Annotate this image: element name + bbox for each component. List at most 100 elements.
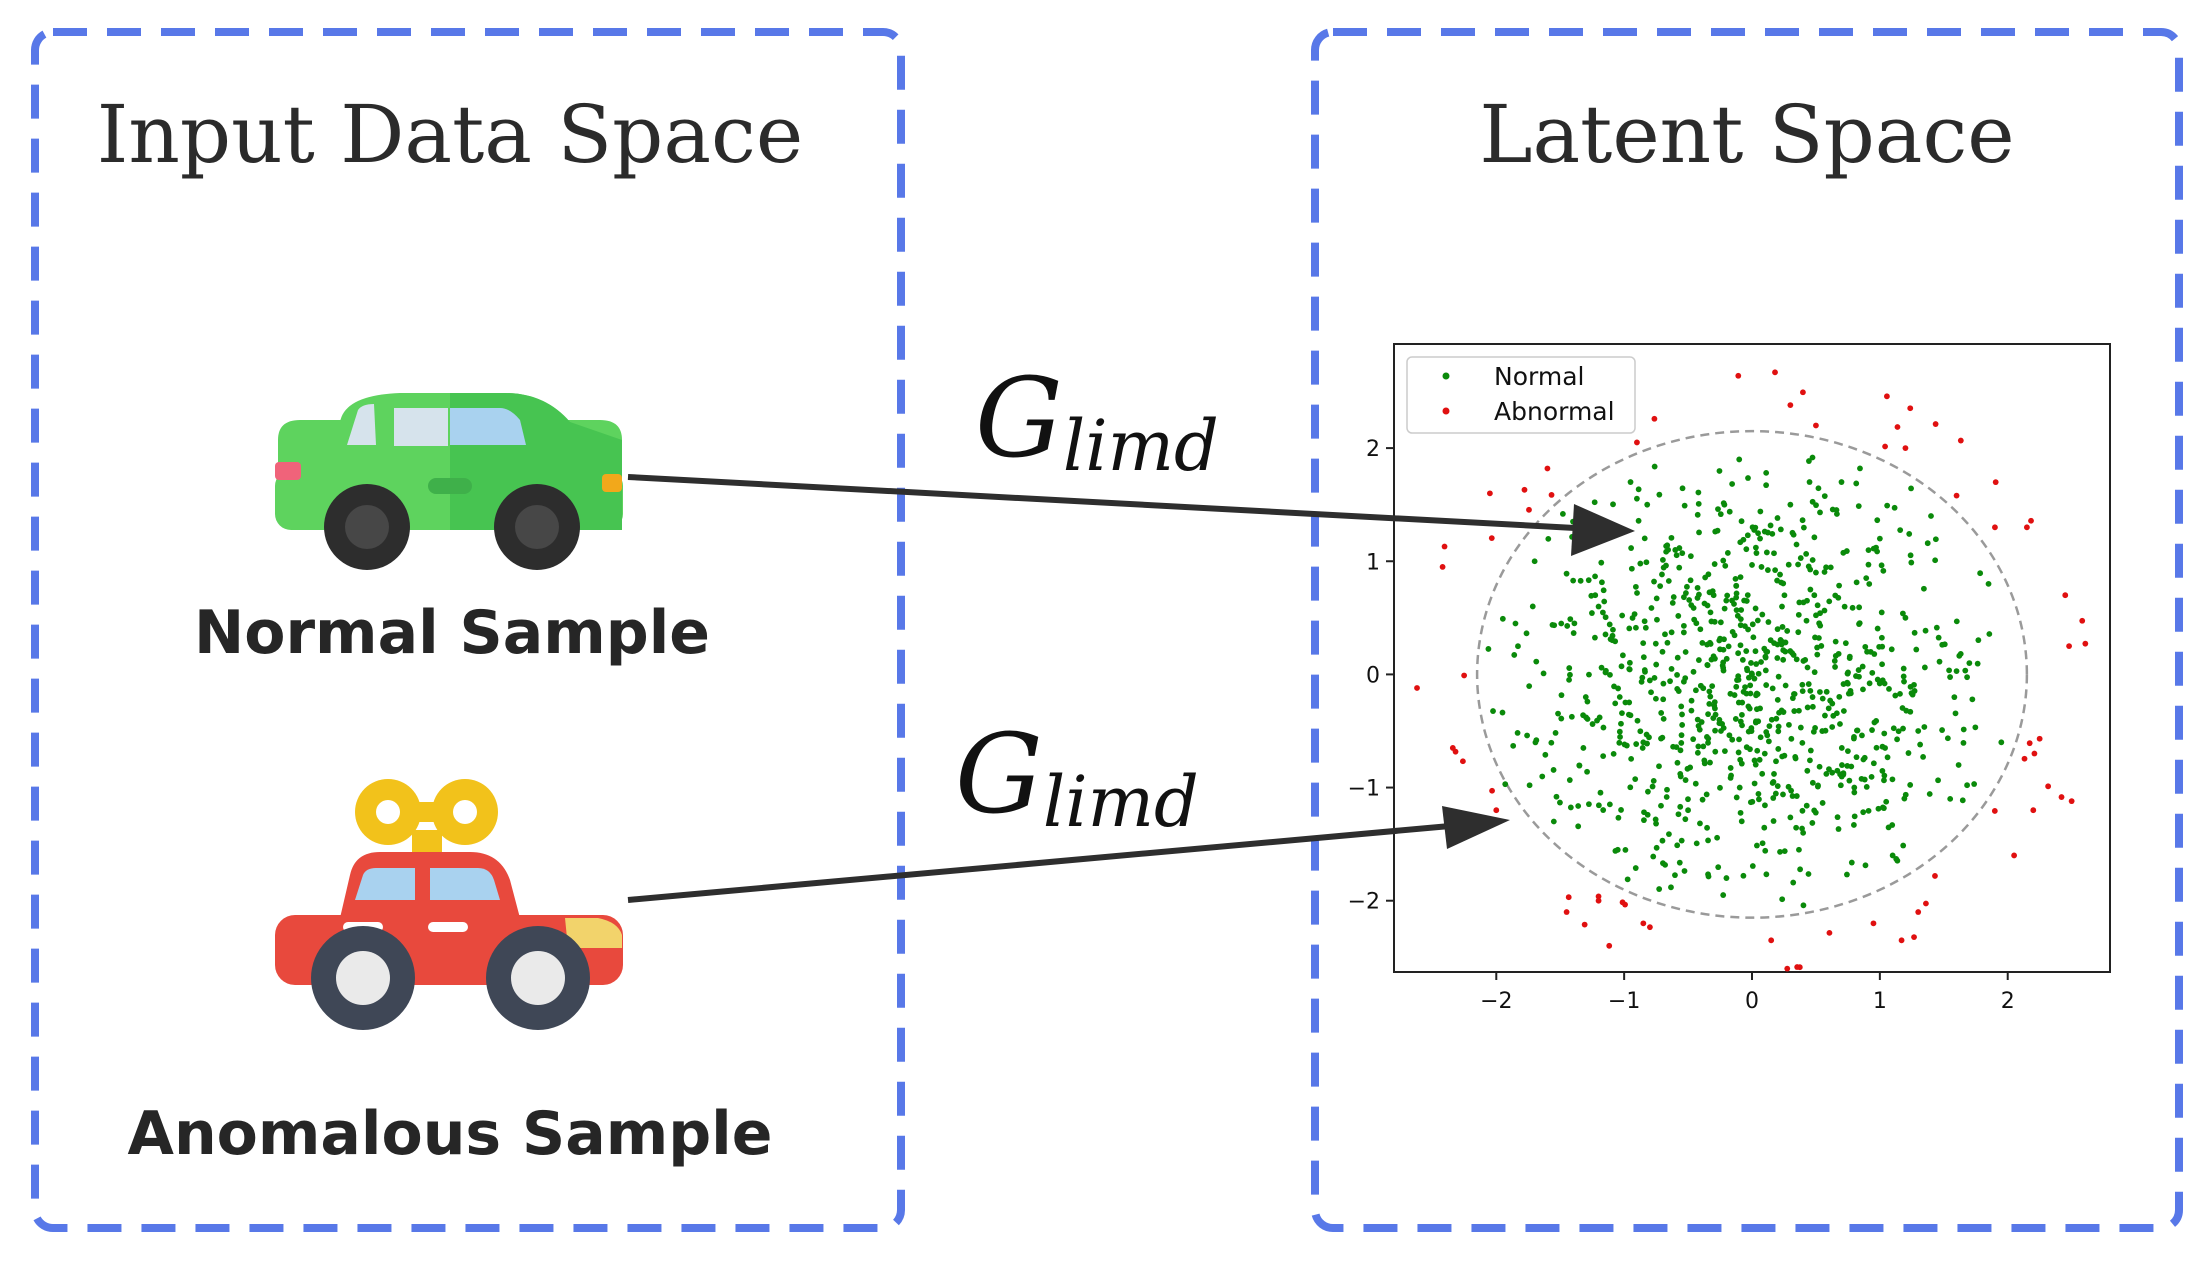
abnormal-point bbox=[1953, 492, 1960, 499]
normal-point bbox=[1761, 528, 1768, 535]
abnormal-point bbox=[1595, 897, 1602, 904]
normal-point bbox=[1821, 569, 1828, 575]
normal-point bbox=[1835, 594, 1842, 601]
abnormal-point bbox=[2026, 740, 2033, 747]
abnormal-point bbox=[1932, 421, 1939, 427]
normal-point bbox=[1838, 479, 1845, 485]
normal-point bbox=[1744, 592, 1751, 599]
normal-point bbox=[1681, 502, 1688, 509]
normal-point bbox=[1803, 551, 1810, 557]
normal-point bbox=[1773, 715, 1780, 722]
normal-point bbox=[1777, 637, 1784, 643]
normal-point bbox=[1932, 557, 1939, 564]
abnormal-point bbox=[1619, 899, 1626, 906]
normal-point bbox=[1695, 743, 1702, 750]
normal-point bbox=[1731, 692, 1738, 698]
normal-point bbox=[1626, 666, 1633, 672]
normal-point bbox=[1797, 555, 1804, 561]
normal-point bbox=[1615, 685, 1621, 692]
normal-point bbox=[1632, 583, 1639, 590]
normal-point bbox=[1957, 650, 1964, 657]
normal-point bbox=[1889, 776, 1896, 783]
normal-point bbox=[1612, 700, 1619, 707]
normal-point bbox=[1641, 667, 1648, 673]
normal-point bbox=[1876, 535, 1883, 542]
normal-point bbox=[1646, 677, 1653, 684]
normal-point bbox=[1858, 775, 1865, 782]
abnormal-point bbox=[2068, 798, 2075, 805]
normal-point bbox=[1754, 617, 1761, 624]
normal-point bbox=[1739, 656, 1746, 663]
normal-point bbox=[1907, 552, 1914, 559]
normal-point bbox=[1946, 667, 1952, 674]
normal-point bbox=[1559, 510, 1566, 517]
normal-point bbox=[1850, 822, 1857, 828]
normal-point bbox=[1712, 705, 1718, 712]
normal-point bbox=[1711, 699, 1718, 706]
normal-point bbox=[1747, 799, 1754, 806]
normal-point bbox=[1673, 552, 1680, 559]
normal-point bbox=[1717, 635, 1723, 642]
normal-point bbox=[1985, 580, 1992, 587]
normal-point bbox=[1617, 734, 1623, 740]
normal-point bbox=[1865, 807, 1872, 814]
normal-point bbox=[1771, 550, 1777, 557]
normal-point bbox=[1652, 816, 1659, 823]
normal-point bbox=[1767, 522, 1774, 529]
normal-point bbox=[1865, 547, 1872, 554]
normal-point bbox=[1606, 801, 1613, 808]
normal-point bbox=[1860, 686, 1866, 693]
normal-point bbox=[1709, 683, 1716, 690]
normal-point bbox=[1577, 577, 1584, 584]
normal-point bbox=[1935, 634, 1942, 641]
normal-point bbox=[1575, 823, 1582, 830]
normal-point bbox=[1757, 705, 1763, 712]
normal-point bbox=[1773, 758, 1779, 765]
normal-point bbox=[1890, 725, 1897, 732]
normal-point bbox=[1549, 622, 1556, 628]
normal-point bbox=[1502, 781, 1509, 788]
normal-point bbox=[1832, 638, 1839, 645]
normal-point bbox=[1900, 665, 1907, 672]
normal-point bbox=[1729, 736, 1736, 743]
normal-point bbox=[1699, 796, 1706, 803]
normal-point bbox=[1809, 820, 1816, 826]
normal-point bbox=[1784, 628, 1791, 634]
normal-point bbox=[1607, 671, 1613, 678]
normal-point bbox=[1889, 852, 1896, 859]
normal-point bbox=[1743, 546, 1750, 553]
normal-point bbox=[1736, 456, 1743, 463]
normal-point bbox=[1589, 721, 1596, 727]
abnormal-point bbox=[1884, 393, 1890, 400]
y-tick-label: −2 bbox=[1348, 890, 1380, 915]
abnormal-point bbox=[1911, 934, 1917, 941]
normal-point bbox=[1648, 605, 1655, 611]
normal-point bbox=[1880, 567, 1887, 574]
normal-point bbox=[1595, 802, 1602, 809]
normal-point bbox=[1742, 684, 1748, 691]
normal-point bbox=[1627, 784, 1634, 791]
red-toy-car-icon bbox=[275, 779, 623, 1030]
normal-point bbox=[1668, 665, 1675, 672]
normal-point bbox=[1851, 789, 1858, 796]
normal-point bbox=[1717, 511, 1724, 518]
normal-point bbox=[1714, 527, 1721, 534]
normal-point bbox=[1812, 725, 1818, 731]
normal-point bbox=[1819, 800, 1826, 806]
normal-point bbox=[1664, 786, 1670, 793]
normal-point bbox=[1790, 531, 1797, 538]
normal-point bbox=[1763, 871, 1770, 878]
normal-point bbox=[1928, 513, 1934, 519]
normal-point bbox=[1888, 646, 1895, 653]
normal-point bbox=[1955, 762, 1962, 768]
normal-point bbox=[1746, 705, 1753, 712]
normal-point bbox=[1959, 797, 1966, 804]
normal-point bbox=[1947, 795, 1954, 802]
normal-point bbox=[1813, 569, 1819, 576]
normal-point bbox=[1654, 616, 1660, 623]
normal-point bbox=[1738, 518, 1745, 525]
normal-point bbox=[1711, 561, 1718, 567]
plot-frame bbox=[1393, 343, 2111, 973]
normal-point bbox=[1550, 818, 1557, 825]
